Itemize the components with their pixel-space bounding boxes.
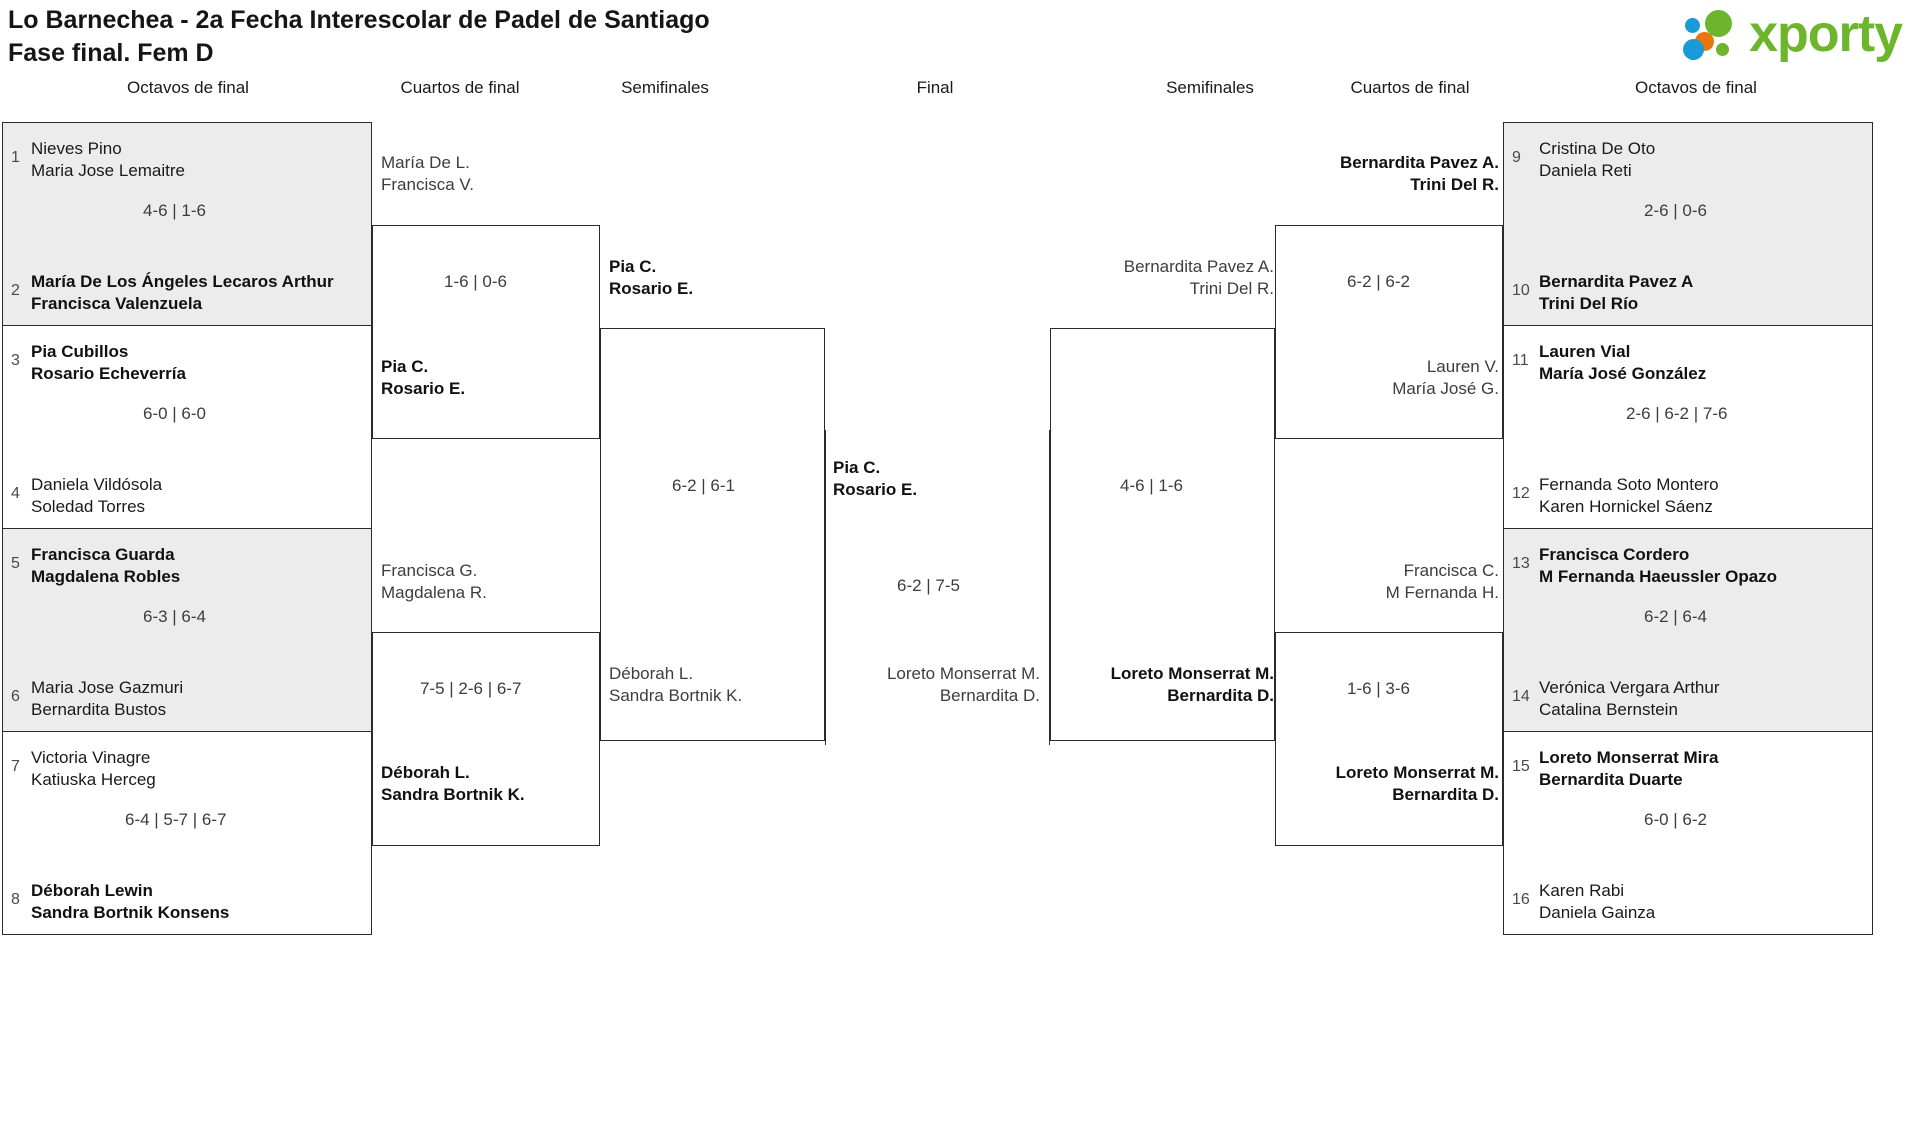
seed-number: 16 [1512,891,1530,908]
seed-number: 11 [1512,352,1529,369]
qf-score-right-bottom: 1-6 | 3-6 [1347,679,1411,698]
round-heading-left-r16: Octavos de final [127,78,249,97]
sf-score-left: 6-2 | 6-1 [672,476,736,495]
match-score: 6-2 | 6-4 [1644,607,1708,626]
team-names: Francisca Cordero M Fernanda Haeussler O… [1539,545,1778,586]
seed-number: 6 [11,688,20,705]
round-heading-right-qf: Cuartos de final [1350,78,1470,97]
final-connector-box [825,430,1050,745]
sf-team-left-1: Pia C. Rosario E. [609,257,694,298]
final-team-2: Loreto Monserrat M. Bernardita D. [886,664,1040,705]
round-heading-final: Final [916,78,954,97]
seed-number: 2 [11,282,20,299]
team-names: Loreto Monserrat Mira Bernardita Duarte [1539,748,1719,789]
bracket-slot-seed-7-8[interactable]: 7 Victoria Vinagre Katiuska Herceg 8 Déb… [2,731,372,935]
xporty-logo: xporty [1683,5,1903,63]
team-names: Cristina De Oto Daniela Reti [1539,139,1656,180]
match-score: 2-6 | 6-2 | 7-6 [1626,404,1728,423]
sf-connector-box-left [600,328,825,741]
qf-team-left-4: Déborah L. Sandra Bortnik K. [381,763,525,804]
team-names: Déborah Lewin Sandra Bortnik Konsens [31,881,230,922]
sf-connector-box-right [1050,328,1275,741]
team-names: Fernanda Soto Montero Karen Hornickel Sá… [1539,475,1719,516]
seed-number: 8 [11,891,20,908]
team-names: Verónica Vergara Arthur Catalina Bernste… [1539,678,1720,719]
final-team-1: Pia C. Rosario E. [833,458,918,499]
sf-team-right-1: Bernardita Pavez A. Trini Del R. [1123,257,1274,298]
seed-number: 4 [11,485,20,502]
tournament-title: Lo Barnechea - 2a Fecha Interescolar de … [8,6,710,34]
round-heading-left-sf: Semifinales [621,78,709,97]
bracket-slot-seed-13-14[interactable]: 13 Francisca Cordero M Fernanda Haeussle… [1503,528,1873,731]
qf-team-right-1: Bernardita Pavez A. Trini Del R. [1339,153,1499,194]
qf-score-right-top: 6-2 | 6-2 [1347,272,1411,291]
seed-number: 3 [11,352,20,369]
qf-team-left-3: Francisca G. Magdalena R. [381,561,487,602]
xporty-wordmark: xporty [1749,5,1903,63]
match-score: 6-3 | 6-4 [143,607,207,626]
page-header: Lo Barnechea - 2a Fecha Interescolar de … [8,4,710,70]
seed-number: 1 [11,149,20,166]
qf-score-left-top: 1-6 | 0-6 [444,272,508,291]
bracket-slot-seed-15-16[interactable]: 15 Loreto Monserrat Mira Bernardita Duar… [1503,731,1873,935]
sf-score-right: 4-6 | 1-6 [1120,476,1184,495]
seed-number: 5 [11,555,20,572]
team-names: Lauren Vial María José González [1539,342,1707,383]
qf-connector-box-left-top [372,225,600,439]
seed-number: 15 [1512,758,1530,775]
bracket-slot-seed-11-12[interactable]: 11 Lauren Vial María José González 12 Fe… [1503,325,1873,528]
bracket-slot-seed-9-10[interactable]: 9 Cristina De Oto Daniela Reti 10 Bernar… [1503,122,1873,325]
seed-number: 14 [1512,688,1530,705]
qf-team-left-2: Pia C. Rosario E. [381,357,466,398]
team-names: Pia Cubillos Rosario Echeverría [31,342,186,383]
match-score: 2-6 | 0-6 [1644,201,1708,220]
final-score: 6-2 | 7-5 [897,576,961,595]
bracket-slot-seed-5-6[interactable]: 5 Francisca Guarda Magdalena Robles 6 Ma… [2,528,372,731]
sf-team-left-2: Déborah L. Sandra Bortnik K. [609,664,743,705]
seed-number: 12 [1512,485,1530,502]
team-names: Francisca Guarda Magdalena Robles [31,545,181,586]
qf-score-left-bottom: 7-5 | 2-6 | 6-7 [420,679,522,698]
match-score: 6-4 | 5-7 | 6-7 [125,810,227,829]
seed-number: 13 [1512,555,1530,572]
team-names: María De Los Ángeles Lecaros Arthur Fran… [31,272,334,313]
round-heading-right-r16: Octavos de final [1635,78,1757,97]
qf-team-left-1: María De L. Francisca V. [381,153,474,194]
match-score: 6-0 | 6-2 [1644,810,1708,829]
seed-number: 7 [11,758,20,775]
round-heading-left-qf: Cuartos de final [400,78,520,97]
team-names: Daniela Vildósola Soledad Torres [31,475,163,516]
team-names: Nieves Pino Maria Jose Lemaitre [31,139,186,180]
team-names: Maria Jose Gazmuri Bernardita Bustos [31,678,184,719]
team-names: Victoria Vinagre Katiuska Herceg [31,748,156,789]
tournament-subtitle: Fase final. Fem D [8,39,214,67]
qf-connector-box-left-bottom [372,632,600,846]
qf-team-right-2: Lauren V. María José G. [1392,357,1499,398]
round-heading-right-sf: Semifinales [1166,78,1254,97]
qf-team-right-3: Francisca C. M Fernanda H. [1385,561,1499,602]
qf-team-right-4: Loreto Monserrat M. Bernardita D. [1335,763,1499,804]
xporty-dots-icon [1683,8,1743,60]
match-score: 6-0 | 6-0 [143,404,207,423]
match-score: 4-6 | 1-6 [143,201,207,220]
bracket-slot-seed-3-4[interactable]: 3 Pia Cubillos Rosario Echeverría 4 Dani… [2,325,372,528]
sf-team-right-2: Loreto Monserrat M. Bernardita D. [1110,664,1274,705]
team-names: Karen Rabi Daniela Gainza [1539,881,1656,922]
team-names: Bernardita Pavez A Trini Del Río [1539,272,1694,313]
qf-connector-box-right-top [1275,225,1503,439]
qf-connector-box-right-bottom [1275,632,1503,846]
bracket-slot-seed-1-2[interactable]: 1 Nieves Pino Maria Jose Lemaitre 2 Marí… [2,122,372,325]
seed-number: 10 [1512,282,1530,299]
seed-number: 9 [1512,149,1521,166]
